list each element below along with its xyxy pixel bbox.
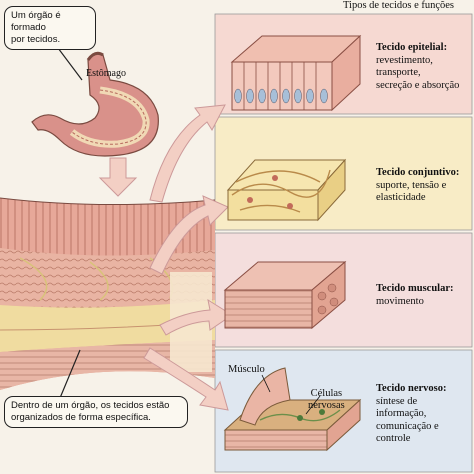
organ-callout-line-2: por tecidos.	[11, 34, 61, 45]
connective-text: Tecido conjuntivo: suporte, tensão e ela…	[376, 167, 459, 205]
tissues-callout-line-2: organizados de forma específica.	[11, 412, 151, 423]
epithelial-name: Tecido epitelial:	[376, 42, 448, 53]
tissues-callout-line-1: Dentro de um órgão, os tecidos estão	[11, 400, 170, 411]
muscular-text: Tecido muscular: movimento	[376, 283, 454, 308]
connective-name: Tecido conjuntivo:	[376, 167, 460, 178]
epithelial-function-1: revestimento,	[376, 54, 433, 66]
muscular-tissue-block	[223, 260, 347, 330]
epithelial-function-3: secreção e absorção	[376, 79, 460, 91]
nerve-cells-label-line-2: nervosas	[308, 400, 345, 411]
epithelial-function-2: transporte,	[376, 67, 421, 78]
nervous-name: Tecido nervoso:	[376, 383, 447, 394]
stomach-to-section-arrow	[98, 157, 138, 197]
organ-callout: Um órgão é formado por tecidos.	[4, 6, 96, 50]
nervous-tissue-block	[223, 367, 362, 452]
organ-callout-line-1: Um órgão é formado	[11, 10, 61, 33]
nervous-function-1: síntese de	[376, 395, 418, 407]
page-title: Tipos de tecidos e funções	[343, 0, 455, 11]
stomach-label: Estômago	[86, 68, 126, 79]
arrow-to-epithelial	[149, 104, 226, 203]
epithelial-text: Tecido epitelial: revestimento, transpor…	[376, 42, 459, 92]
muscle-label: Músculo	[228, 364, 265, 375]
arrow-to-muscular	[159, 298, 233, 336]
organ-callout-pointer	[54, 43, 83, 81]
nerve-cells-label: Células nervosas	[308, 388, 345, 412]
epithelial-tissue-block	[230, 34, 362, 112]
muscular-name: Tecido muscular:	[376, 283, 454, 294]
nerve-cells-label-line-1: Células	[310, 388, 343, 399]
muscular-function-1: movimento	[376, 295, 424, 307]
tissues-callout: Dentro de um órgão, os tecidos estão org…	[4, 396, 188, 428]
nervous-function-4: controle	[376, 433, 411, 444]
nervous-text: Tecido nervoso: síntese de informação, c…	[376, 383, 447, 446]
nervous-function-2: informação,	[376, 408, 427, 419]
nervous-function-3: comunicação e	[376, 420, 439, 432]
connective-tissue-block	[226, 158, 347, 222]
connective-function-2: elasticidade	[376, 192, 426, 203]
arrow-to-nervous	[143, 347, 229, 411]
stomach-illustration	[31, 51, 159, 157]
tissues-callout-pointer	[59, 349, 81, 399]
connective-function-1: suporte, tensão e	[376, 179, 447, 191]
